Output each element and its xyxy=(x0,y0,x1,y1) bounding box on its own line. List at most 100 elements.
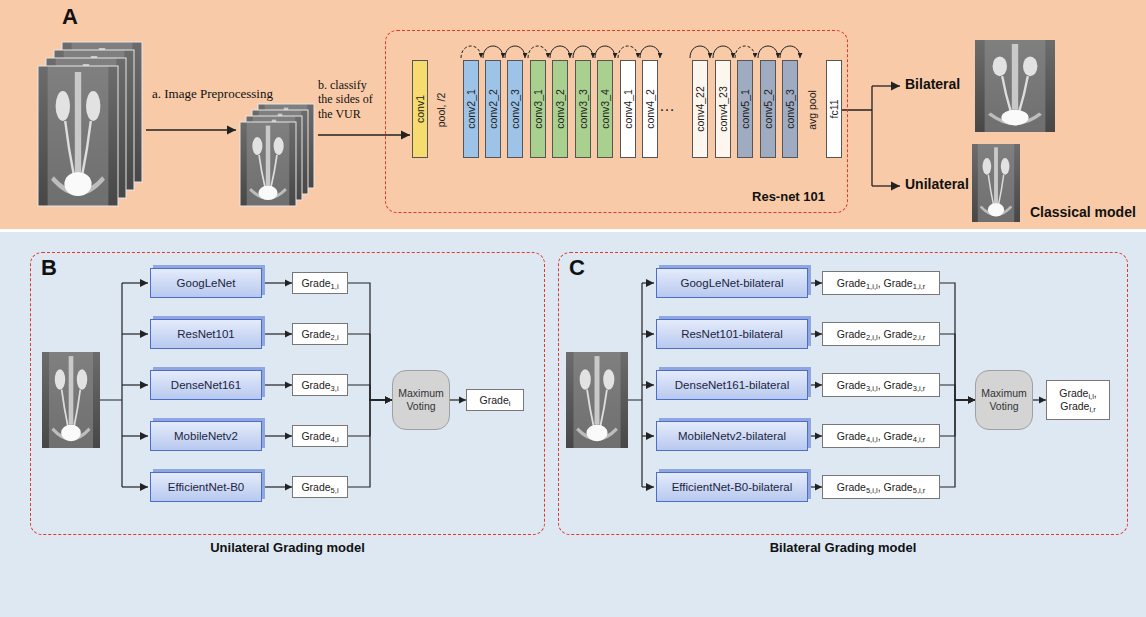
fan-out-line xyxy=(642,384,654,385)
model-box: EfficientNet-B0-bilateral xyxy=(656,472,808,502)
node-text: Grade1,i,l, Grade1,i,r xyxy=(837,277,926,289)
xray-image xyxy=(42,352,100,448)
fan-out-line xyxy=(100,283,122,487)
skip-connection xyxy=(618,46,638,58)
connector xyxy=(262,333,292,334)
grade-box: Grade5,i xyxy=(292,476,348,498)
annotation-label: a. Image Preprocessing xyxy=(152,86,273,102)
layer-block: conv4_23 xyxy=(715,60,731,158)
node-text: conv3_3 xyxy=(577,89,589,129)
text-part: Grade xyxy=(301,328,330,340)
layer-block: conv2_1 xyxy=(463,60,479,158)
skip-connection xyxy=(690,46,710,58)
connector xyxy=(348,334,392,400)
node-text: conv2_2 xyxy=(487,89,499,129)
xray-image xyxy=(566,352,628,448)
node-text: conv2_3 xyxy=(509,89,521,129)
fan-out-line xyxy=(100,283,654,487)
xray-image xyxy=(975,40,1055,132)
text-part: 2,i xyxy=(331,333,339,342)
voting-box: Maximum Voting xyxy=(392,370,450,430)
layer-block: conv4_22 xyxy=(692,60,708,158)
node-text: GoogLeNet-bilateral xyxy=(681,277,784,289)
grade-box: Grade5,i,l, Grade5,i,r xyxy=(822,475,940,499)
text-part: Grade xyxy=(837,328,866,340)
skip-connection xyxy=(713,46,733,58)
connector xyxy=(808,435,822,436)
node-text: Unilateral Grading model xyxy=(31,540,544,555)
annotation-label: pool, /2 xyxy=(435,93,447,127)
connector xyxy=(348,400,392,487)
skip-connection xyxy=(735,46,755,58)
node-text: Grade3,i,l, Grade3,i,r xyxy=(837,379,926,391)
xray-image xyxy=(972,144,1020,222)
node-text: EfficientNet-B0-bilateral xyxy=(672,481,793,493)
connector xyxy=(450,399,466,400)
panel-background xyxy=(0,0,1146,229)
skip-connection xyxy=(528,46,548,58)
text-part: Grade xyxy=(301,277,330,289)
node-text: conv1 xyxy=(414,95,426,123)
network-frame: Res-net 101conv1conv2_1conv2_2conv2_3con… xyxy=(385,30,848,213)
skip-connection xyxy=(573,46,593,58)
xray-stack xyxy=(38,66,118,206)
fan-out-line xyxy=(642,333,654,334)
model-box: GoogLeNet xyxy=(150,268,262,298)
grade-box: Grade4,i xyxy=(292,425,348,447)
connector xyxy=(262,282,292,283)
text-part: Grade xyxy=(837,379,866,391)
layer-block: conv1 xyxy=(412,60,428,158)
node-text: Grade4,i,l, Grade4,i,r xyxy=(837,430,926,442)
model-box: DenseNet161 xyxy=(150,370,262,400)
text-part: Grade xyxy=(301,481,330,493)
connector xyxy=(262,435,292,436)
connector xyxy=(348,385,392,400)
text-part: i,l xyxy=(1088,392,1093,401)
layer-block: conv4_2 xyxy=(642,60,658,158)
node-text: ResNet101-bilateral xyxy=(681,328,783,340)
text-part: Grade xyxy=(480,394,509,406)
connector xyxy=(808,333,822,334)
text-part: , xyxy=(878,430,884,442)
layer-block: conv2_2 xyxy=(485,60,501,158)
layer-block: conv3_1 xyxy=(530,60,546,158)
node-text: conv5_1 xyxy=(739,89,751,129)
text-part: Grade xyxy=(837,277,866,289)
layer-block: conv3_2 xyxy=(552,60,568,158)
grade-box: Grade2,i,l, Grade2,i,r xyxy=(822,322,940,346)
text-part: 1,i,l xyxy=(866,282,878,291)
node-text: conv3_1 xyxy=(532,89,544,129)
node-text: conv5_2 xyxy=(762,89,774,129)
text-part: 5,i,l xyxy=(866,486,878,495)
text-part: 2,i,l xyxy=(866,333,878,342)
connector xyxy=(808,486,822,487)
model-box: EfficientNet-B0 xyxy=(150,472,262,502)
flow-arrow xyxy=(842,86,872,186)
node-text: Maximum Voting xyxy=(398,387,444,413)
skip-connection xyxy=(640,46,660,58)
text-part: Grade xyxy=(884,481,913,493)
model-box: ResNet101 xyxy=(150,319,262,349)
text-part: Grade xyxy=(301,379,330,391)
node-text: conv4_23 xyxy=(717,86,729,132)
node-text: ResNet101 xyxy=(177,328,235,340)
grade-box: Grade1,i xyxy=(292,272,348,294)
xray-stack xyxy=(240,122,296,206)
text-part: Grade xyxy=(884,430,913,442)
connector xyxy=(940,334,975,400)
connector xyxy=(940,400,975,487)
text-part: 3,i,l xyxy=(866,384,878,393)
node-text: Bilateral Grading model xyxy=(559,540,1127,555)
model-box: DenseNet161-bilateral xyxy=(656,370,808,400)
connector xyxy=(348,283,392,400)
grade-box: Grade3,i,l, Grade3,i,r xyxy=(822,373,940,397)
layer-block: conv5_3 xyxy=(782,60,798,158)
skip-connection xyxy=(758,46,778,58)
annotation-label: avg pool xyxy=(806,90,818,130)
fan-out-line xyxy=(628,283,642,487)
text-part: 5,i,r xyxy=(913,486,926,495)
node-text: EfficientNet-B0 xyxy=(168,481,245,493)
node-text: Gradei,l, Gradei,r xyxy=(1052,387,1104,413)
node-text: Grade5,i xyxy=(301,481,338,493)
